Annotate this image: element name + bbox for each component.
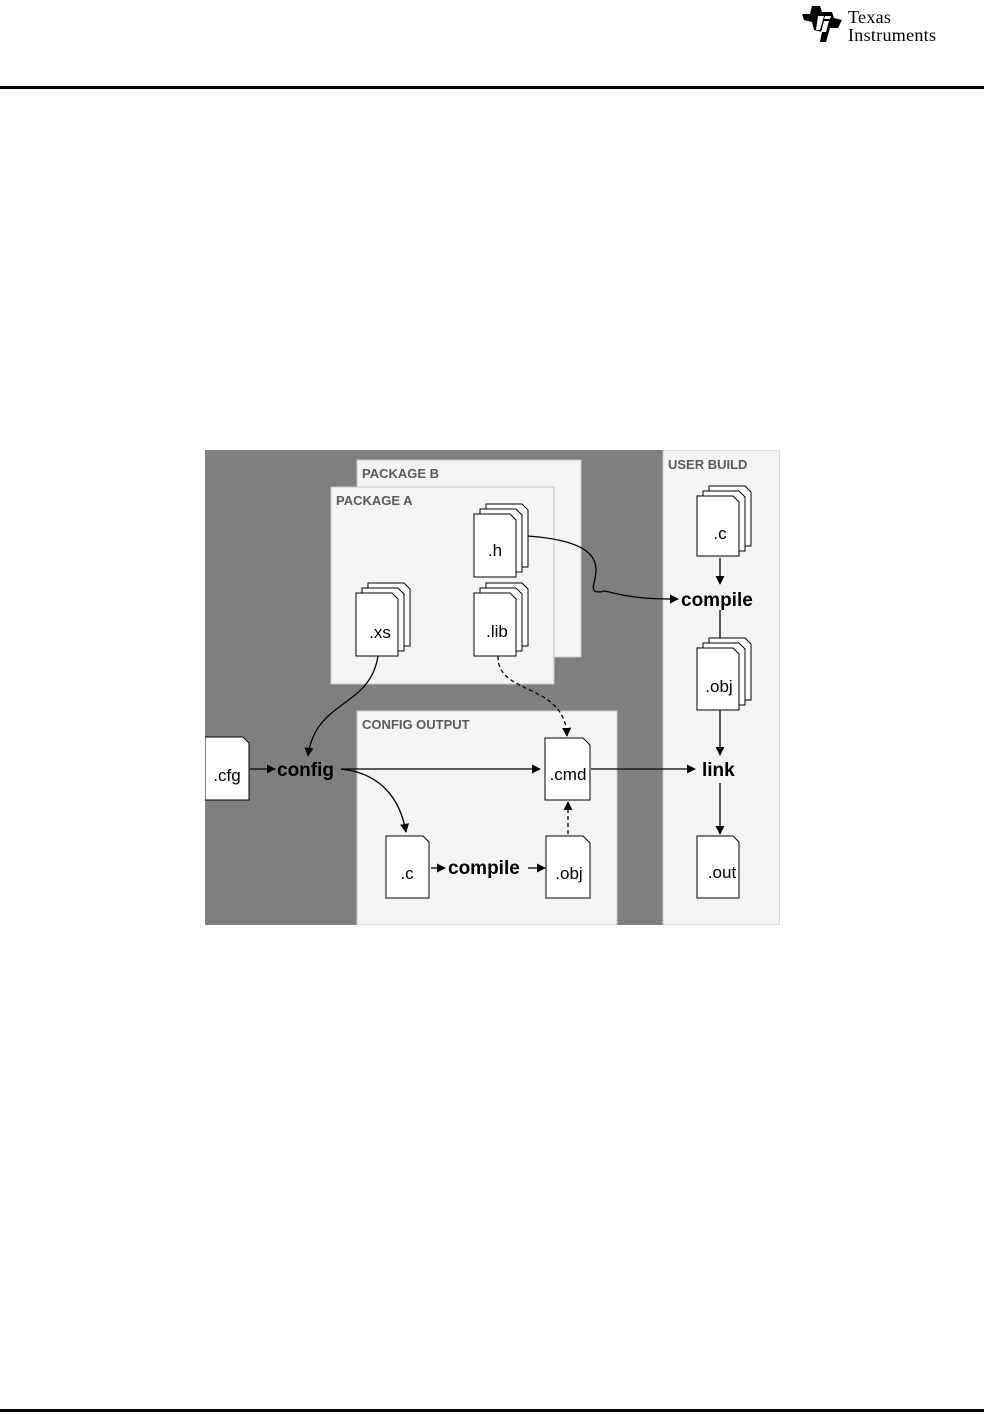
file-out: .out bbox=[696, 835, 740, 899]
h-to-compile-arrow bbox=[526, 535, 679, 604]
file-out-label: .out bbox=[708, 863, 737, 882]
config-compile-op-label: compile bbox=[448, 858, 520, 879]
file-lib: .lib bbox=[473, 582, 529, 657]
user-build-title: USER BUILD bbox=[668, 457, 747, 472]
user-compile-op-label: compile bbox=[681, 590, 753, 611]
file-config-c-label: .c bbox=[400, 864, 414, 883]
file-cmd: .cmd bbox=[544, 737, 591, 801]
config-to-c-arrow bbox=[340, 768, 410, 833]
xs-to-config-arrow bbox=[304, 655, 379, 757]
file-xs: .xs bbox=[355, 582, 411, 657]
file-cfg-label: .cfg bbox=[213, 766, 240, 785]
ti-logo-icon bbox=[802, 6, 842, 42]
connectors bbox=[250, 535, 725, 873]
file-cmd-label: .cmd bbox=[550, 765, 587, 784]
logo-text-line2: Instruments bbox=[848, 25, 937, 45]
file-config-obj-label: .obj bbox=[555, 864, 582, 883]
file-xs-label: .xs bbox=[369, 623, 391, 642]
file-cfg: .cfg bbox=[205, 736, 250, 801]
file-h: .h bbox=[473, 503, 529, 578]
config-op-label: config bbox=[277, 760, 334, 781]
file-user-c-label: .c bbox=[713, 524, 727, 543]
config-output-title: CONFIG OUTPUT bbox=[362, 717, 470, 732]
package-b-title: PACKAGE B bbox=[362, 466, 439, 481]
ti-logo: Texas Instruments bbox=[800, 2, 984, 50]
file-user-obj-label: .obj bbox=[705, 677, 732, 696]
header-rule bbox=[0, 86, 984, 89]
link-op-label: link bbox=[702, 760, 735, 781]
lib-to-cmd-arrow bbox=[497, 655, 572, 737]
file-user-c: .c bbox=[696, 485, 752, 557]
file-user-obj: .obj bbox=[696, 637, 752, 711]
footer-rule bbox=[0, 1409, 984, 1412]
file-h-label: .h bbox=[488, 541, 502, 560]
file-config-obj: .obj bbox=[545, 835, 591, 899]
logo-text-line1: Texas bbox=[848, 7, 892, 27]
file-lib-label: .lib bbox=[486, 622, 508, 641]
package-a-title: PACKAGE A bbox=[336, 493, 413, 508]
build-flow-diagram: PACKAGE B PACKAGE A CONFIG OUTPUT USER B… bbox=[205, 450, 780, 925]
file-config-c: .c bbox=[385, 835, 430, 899]
